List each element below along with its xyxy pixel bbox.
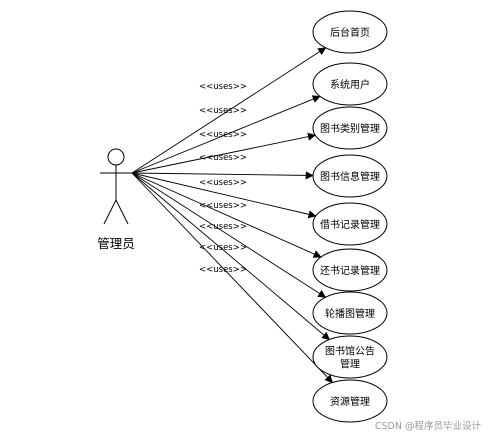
use-case-label-4: 图书信息管理 [320,170,380,183]
actor-admin: 管理员 [97,148,135,251]
uses-label-5: <<uses>> [199,178,247,188]
association-line-8 [131,172,331,341]
association-line-9 [131,172,333,384]
use-case-ellipse-2 [312,62,388,106]
association-line-5 [131,172,317,219]
use-case-label-9: 资源管理 [330,395,370,408]
use-case-label-1: 后台首页 [330,26,370,39]
uses-label-1: <<uses>> [199,82,247,92]
watermark: CSDN @程序员毕业设计 [374,421,481,432]
association-line-3 [131,132,316,174]
use-cases: 后台首页系统用户图书类别管理图书信息管理借书记录管理还书记录管理轮播图管理图书馆… [312,10,388,423]
use-case-label-6: 还书记录管理 [320,264,380,277]
use-case-label-8-line-1: 图书馆公告 [325,345,375,358]
use-case-ellipse-5 [312,202,388,246]
actor-right-leg [115,199,129,225]
use-case-ellipse-9 [312,379,388,423]
actor-head [107,148,125,166]
association-line-6 [131,172,322,258]
actor-name: 管理员 [97,236,135,251]
uses-label-8: <<uses>> [199,243,247,253]
uses-label-3: <<uses>> [199,130,247,140]
use-case-ellipse-3 [312,106,388,150]
use-case-label-7: 轮播图管理 [325,307,375,320]
association-line-1 [131,47,327,174]
uses-label-9: <<uses>> [199,265,247,275]
actor-left-leg [103,199,117,225]
use-case-ellipse-6 [312,248,388,292]
use-case-ellipse-7 [312,291,388,335]
association-line-4 [131,171,314,180]
association-line-2 [131,95,321,174]
uses-label-2: <<uses>> [199,106,247,116]
uses-label-4: <<uses>> [199,153,247,163]
use-case-label-5: 借书记录管理 [320,218,380,231]
use-case-ellipse-8 [312,335,388,379]
use-case-label-2: 系统用户 [330,78,370,91]
use-case-label-3: 图书类别管理 [320,122,380,135]
uses-label-7: <<uses>> [199,222,247,232]
uses-label-6: <<uses>> [199,201,247,211]
associations: <<uses>> <<uses>> <<uses>> <<uses>> <<uses>>… [131,47,333,384]
association-line-7 [131,172,327,298]
use-case-ellipse-4 [312,154,388,198]
use-case-label-8-line-2: 管理 [340,358,360,371]
use-case-ellipse-1 [312,10,388,54]
